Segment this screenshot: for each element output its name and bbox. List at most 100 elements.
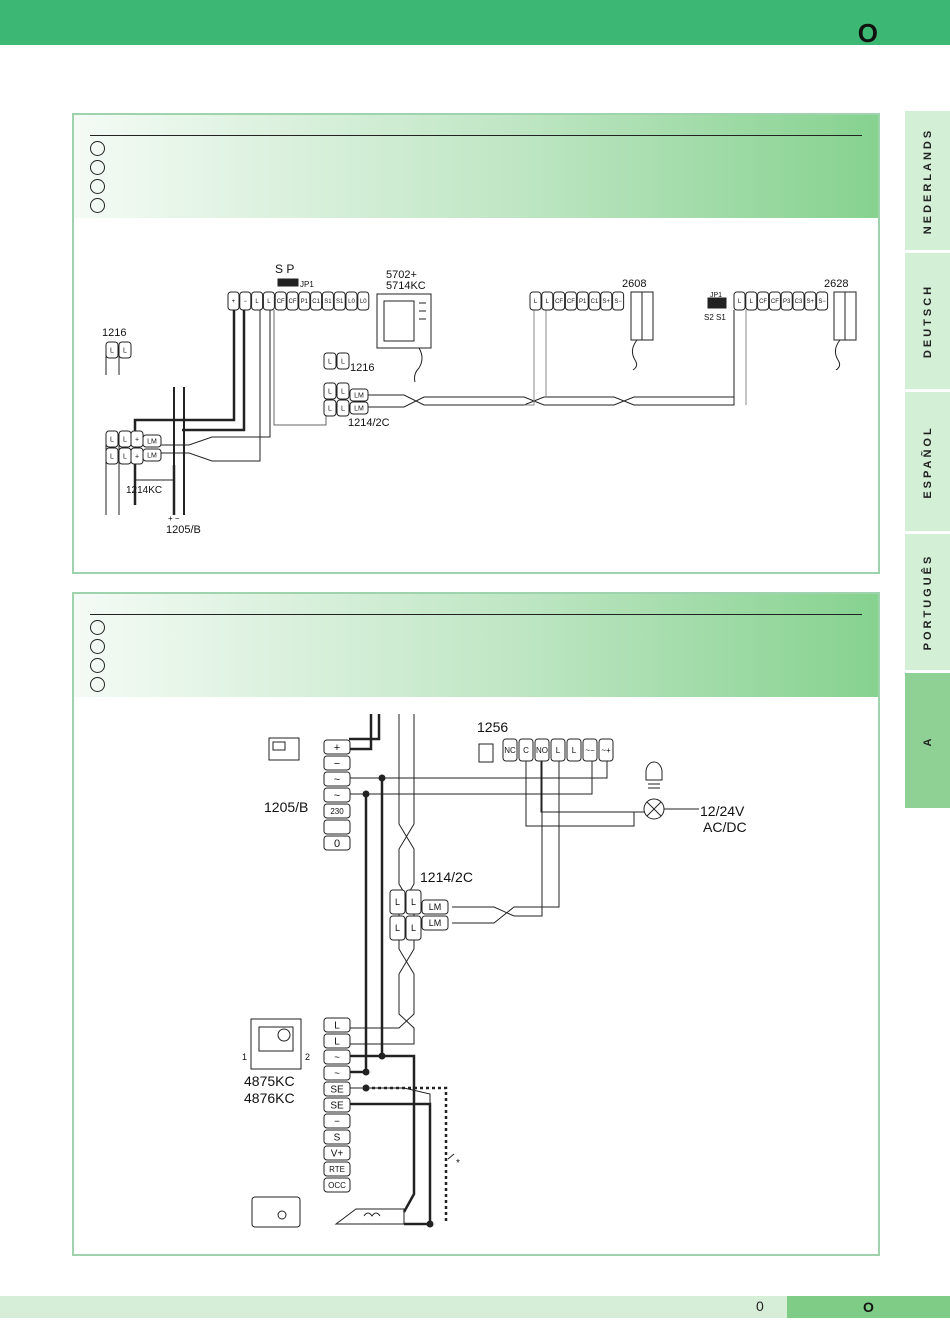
terminal	[105, 430, 119, 448]
terminal	[323, 1097, 351, 1113]
terminal-label: L	[123, 347, 127, 354]
terminal-label: CF	[555, 299, 563, 305]
terminal	[239, 291, 252, 311]
terminal-label: L	[556, 746, 561, 755]
terminal	[323, 382, 337, 400]
panel-header	[74, 115, 878, 218]
terminal	[323, 787, 351, 803]
terminal-label: +	[232, 299, 236, 305]
terminal	[389, 915, 406, 941]
terminal-label: SE	[330, 1085, 344, 1096]
terminal-label: S+	[603, 299, 611, 305]
terminal-label: L	[110, 347, 114, 354]
label-1214: 1214/2C	[348, 417, 390, 429]
terminal	[323, 1017, 351, 1033]
label-1205b: 1205/B	[166, 524, 201, 536]
terminal	[345, 291, 358, 311]
terminal-label: L	[110, 436, 114, 443]
terminal-label: ~	[334, 1053, 340, 1064]
terminal-label: −	[334, 1117, 340, 1128]
terminal-label: L	[546, 299, 550, 305]
tab-label: A	[921, 735, 934, 746]
label-1214kc: 1214KC	[126, 485, 162, 496]
terminal	[323, 771, 351, 787]
terminal-label: P1	[301, 299, 309, 305]
language-marker	[90, 160, 105, 175]
terminal	[323, 1033, 351, 1049]
terminal	[323, 1113, 351, 1129]
terminal-label: P3	[783, 299, 791, 305]
terminal-label: L	[123, 436, 127, 443]
terminal	[816, 291, 829, 311]
terminal	[541, 291, 554, 311]
tab-deutsch[interactable]: DEUTSCH	[905, 253, 950, 392]
jumper-block	[277, 278, 299, 287]
terminal	[323, 1065, 351, 1081]
terminal	[757, 291, 770, 311]
language-marker	[90, 141, 105, 156]
terminal	[389, 889, 406, 915]
terminal	[421, 899, 449, 915]
terminal	[405, 915, 422, 941]
terminal	[323, 1161, 351, 1177]
terminal-label: L	[110, 453, 114, 460]
terminal	[321, 291, 334, 311]
top-bar: O	[0, 0, 950, 48]
terminal-label: ~	[334, 1069, 340, 1080]
terminal-label: L	[341, 388, 345, 395]
footer-tab: O	[787, 1296, 950, 1318]
terminal-label: L	[328, 405, 332, 412]
tab-espanol[interactable]: ESPAÑOL	[905, 392, 950, 534]
section-letter: O	[857, 18, 878, 48]
terminal-label: +	[334, 742, 340, 754]
terminal-label: C1	[591, 299, 599, 305]
terminal-label: L	[255, 299, 259, 305]
jumper-block	[707, 297, 727, 309]
terminal-label: L0	[348, 299, 355, 305]
terminal	[566, 738, 582, 762]
handset-cord	[834, 339, 841, 371]
tab-nederlands[interactable]: NEDERLANDS	[905, 111, 950, 253]
language-marker	[90, 198, 105, 213]
terminal	[142, 434, 162, 448]
terminal	[274, 291, 287, 311]
terminal-label: C3	[795, 299, 803, 305]
terminal-label: V+	[331, 1149, 344, 1160]
terminal	[323, 739, 351, 755]
label-polarity: + −	[168, 514, 180, 523]
terminal	[323, 819, 351, 835]
terminal	[323, 1145, 351, 1161]
terminal-label: P1	[579, 299, 587, 305]
label-1205b: 1205/B	[264, 799, 308, 815]
language-marker	[90, 179, 105, 194]
terminal-label: L	[123, 453, 127, 460]
tab-active[interactable]: A	[905, 673, 950, 811]
terminal-label: SE	[330, 1101, 344, 1112]
terminal	[518, 738, 534, 762]
terminal	[550, 738, 566, 762]
terminal	[142, 448, 162, 462]
terminal	[251, 291, 264, 311]
terminal-label: L0	[360, 299, 367, 305]
terminal	[576, 291, 589, 311]
terminal-label: L	[411, 897, 416, 907]
terminal	[286, 291, 299, 311]
terminal-label: L	[738, 299, 742, 305]
terminal	[262, 291, 275, 311]
door-release	[334, 1208, 405, 1225]
terminal-label: NC	[504, 746, 516, 755]
label-jp1-b: JP1	[710, 292, 722, 299]
page-number: 0	[756, 1298, 764, 1314]
lock-icon	[251, 1196, 301, 1228]
terminal	[780, 291, 793, 311]
terminal	[349, 401, 369, 415]
terminal-label: −	[334, 758, 340, 770]
label-2608: 2608	[622, 278, 646, 290]
handset-cord	[414, 347, 423, 383]
label-5702: 5702+	[386, 269, 417, 281]
terminal	[600, 291, 613, 311]
terminal-label: L	[750, 299, 754, 305]
tab-portugues[interactable]: PORTUGUÊS	[905, 534, 950, 673]
terminal	[598, 738, 614, 762]
